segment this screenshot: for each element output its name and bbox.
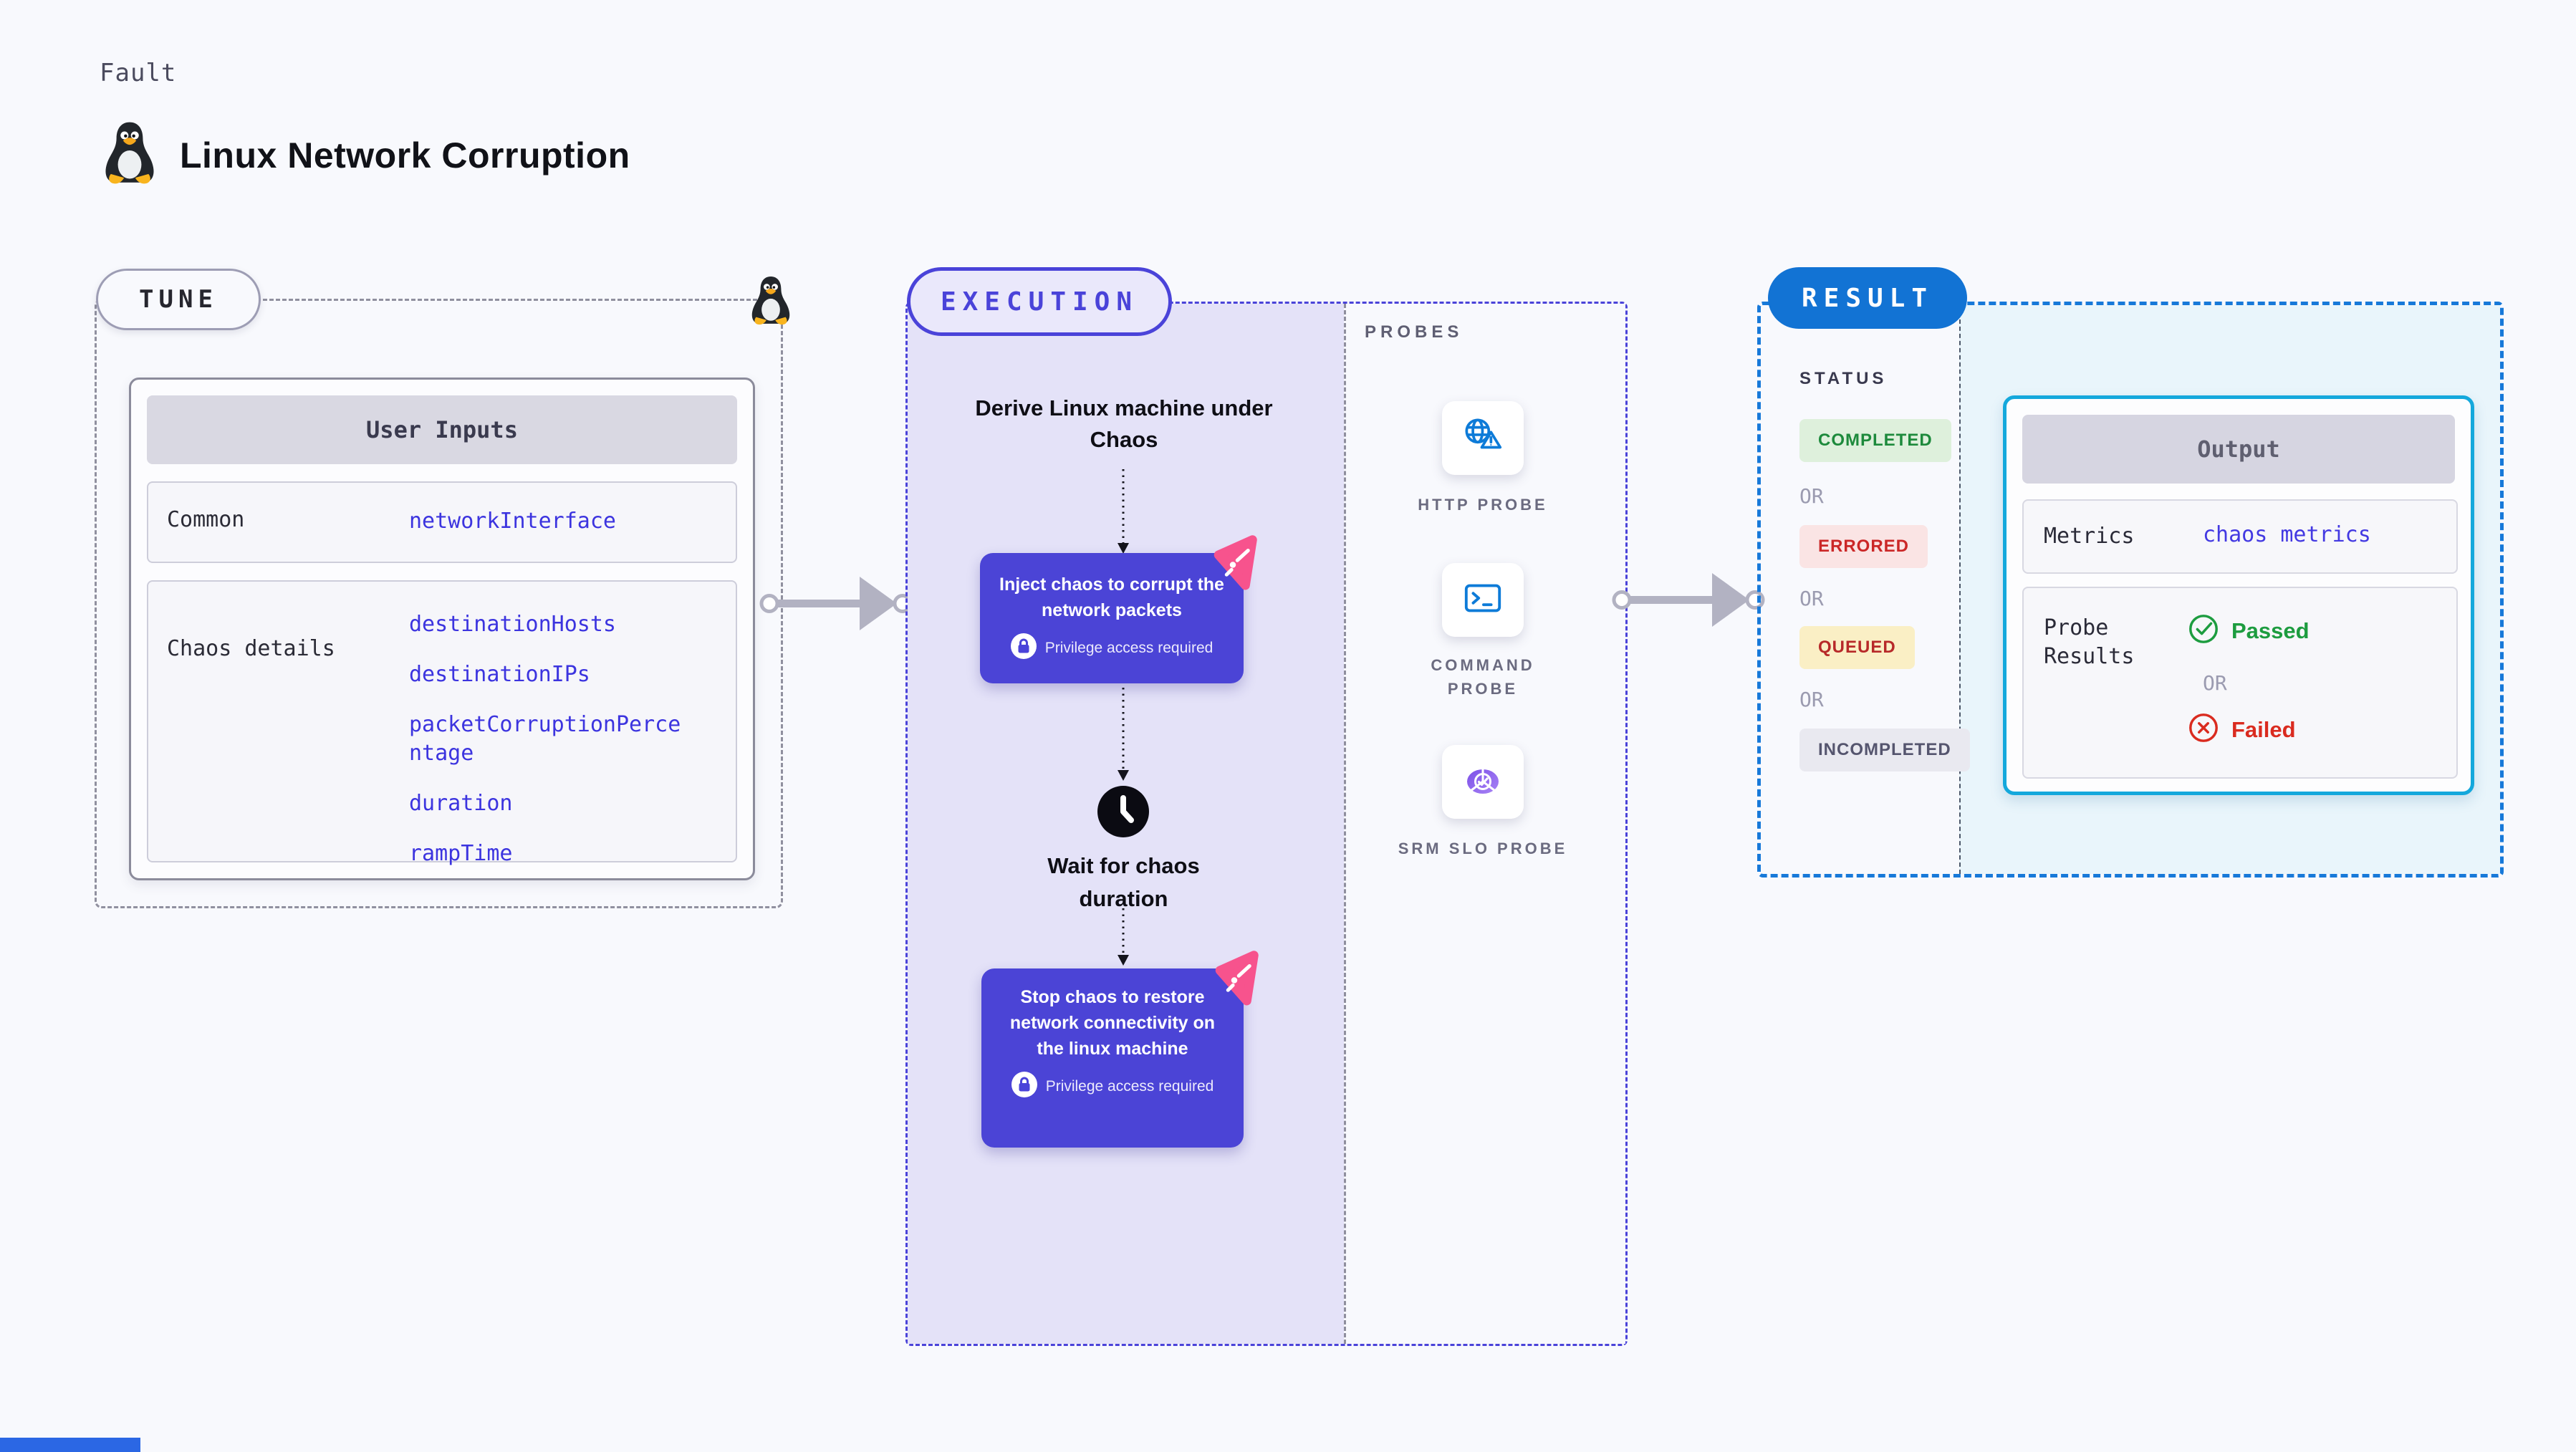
probe-failed-label: Failed bbox=[2231, 716, 2296, 742]
probe-label: HTTP PROBE bbox=[1418, 496, 1548, 514]
status-badge-errored: ERRORED bbox=[1799, 525, 1928, 568]
page-title: Linux Network Corruption bbox=[180, 135, 630, 176]
output-panel-title: Output bbox=[2022, 415, 2455, 484]
status-badge-incompleted: INCOMPLETED bbox=[1799, 729, 1970, 771]
flow-arrow-icon bbox=[1115, 688, 1132, 784]
row-label: Chaos details bbox=[167, 636, 335, 661]
derive-step-label: Derive Linux machine under Chaos bbox=[975, 395, 1273, 452]
title-row: Linux Network Corruption bbox=[100, 120, 630, 190]
check-circle-icon bbox=[2187, 612, 2220, 649]
probe-label: COMMAND PROBE bbox=[1431, 656, 1535, 698]
tux-penguin-icon bbox=[100, 120, 160, 190]
flow-arrow-icon bbox=[1115, 469, 1132, 557]
inject-chaos-label: Inject chaos to corrupt the network pack… bbox=[999, 574, 1224, 620]
clock-icon bbox=[1096, 784, 1150, 842]
probe-results-label: Probe Results bbox=[2044, 615, 2135, 669]
http-probe-card bbox=[1442, 401, 1524, 475]
param-link[interactable]: duration bbox=[409, 791, 513, 816]
probes-panel-title: PROBES bbox=[1365, 322, 1464, 342]
param-link[interactable]: networkInterface bbox=[409, 509, 616, 534]
row-label: Common bbox=[167, 507, 245, 532]
flow-arrow-icon bbox=[1115, 908, 1132, 969]
privilege-note: Privilege access required bbox=[1044, 639, 1213, 656]
fault-kicker: Fault bbox=[100, 59, 177, 87]
tune-to-execution-arrow-icon bbox=[758, 569, 913, 642]
user-inputs-card: User Inputs Common networkInterface Chao… bbox=[129, 378, 755, 880]
status-badge-queued: QUEUED bbox=[1799, 626, 1915, 669]
command-probe-card bbox=[1442, 563, 1524, 637]
or-separator: OR bbox=[1799, 688, 1824, 711]
x-circle-icon bbox=[2187, 711, 2220, 748]
status-column-title: STATUS bbox=[1799, 369, 1888, 388]
stop-chaos-label: Stop chaos to restore network connectivi… bbox=[1009, 987, 1216, 1059]
output-panel: Output Metrics chaos metrics Probe Resul… bbox=[2003, 395, 2474, 795]
user-inputs-title: User Inputs bbox=[147, 395, 737, 464]
terminal-icon bbox=[1461, 577, 1505, 622]
param-link[interactable]: destinationHosts bbox=[409, 612, 616, 637]
wait-step-label: Wait for chaos duration bbox=[1047, 853, 1200, 911]
param-link[interactable]: rampTime bbox=[409, 841, 513, 866]
chaos-experiment-badge-icon bbox=[1209, 950, 1267, 1007]
tune-section-badge: TUNE bbox=[96, 269, 261, 330]
probes-panel bbox=[1344, 304, 1625, 1344]
param-link[interactable]: destinationIPs bbox=[409, 662, 590, 687]
globe-warning-icon bbox=[1459, 414, 1506, 462]
probe-label: SRM SLO PROBE bbox=[1398, 840, 1568, 857]
chaos-experiment-badge-icon bbox=[1208, 534, 1265, 592]
chaos-metrics-link[interactable]: chaos metrics bbox=[2203, 522, 2371, 547]
or-separator: OR bbox=[1799, 484, 1824, 508]
stop-chaos-node: Stop chaos to restore network connectivi… bbox=[981, 968, 1244, 1148]
execution-to-result-arrow-icon bbox=[1610, 566, 1765, 638]
privilege-note: Privilege access required bbox=[1045, 1077, 1214, 1095]
param-link[interactable]: packetCorruptionPercentage bbox=[409, 712, 681, 766]
table-row: Common networkInterface bbox=[147, 481, 737, 563]
tux-penguin-corner-icon bbox=[748, 275, 794, 330]
table-row: Chaos details destinationHosts destinati… bbox=[147, 580, 737, 866]
result-section-badge: RESULT bbox=[1768, 267, 1967, 329]
probe-passed-label: Passed bbox=[2231, 617, 2310, 643]
probe-results-row: Probe Results Passed OR F bbox=[2022, 587, 2458, 779]
status-badge-completed: COMPLETED bbox=[1799, 419, 1951, 462]
lock-icon bbox=[1010, 633, 1037, 663]
lock-icon bbox=[1011, 1072, 1037, 1101]
inject-chaos-node: Inject chaos to corrupt the network pack… bbox=[980, 553, 1244, 683]
or-separator: OR bbox=[2203, 671, 2227, 695]
execution-section-badge: EXECUTION bbox=[907, 267, 1172, 336]
metrics-label: Metrics bbox=[2044, 524, 2135, 549]
srm-slo-probe-card bbox=[1442, 745, 1524, 819]
or-separator: OR bbox=[1799, 587, 1824, 610]
metrics-row: Metrics chaos metrics bbox=[2022, 499, 2458, 574]
slo-donut-icon bbox=[1460, 759, 1506, 805]
bottom-edge-bar bbox=[0, 1438, 140, 1452]
